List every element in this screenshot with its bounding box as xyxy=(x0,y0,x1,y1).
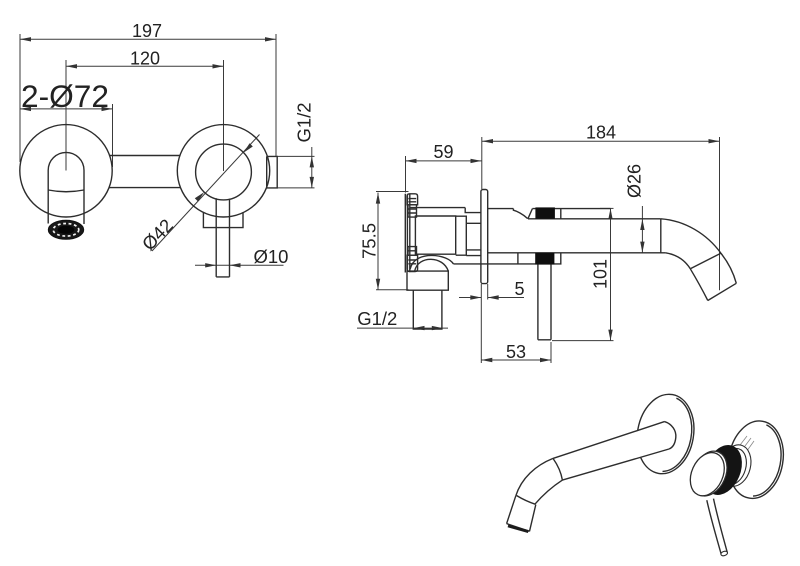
svg-text:G1/2: G1/2 xyxy=(293,102,314,142)
svg-text:197: 197 xyxy=(132,21,162,41)
svg-text:5: 5 xyxy=(514,279,524,299)
svg-text:Ø26: Ø26 xyxy=(625,164,645,198)
svg-text:53: 53 xyxy=(506,342,526,362)
svg-text:2-Ø72: 2-Ø72 xyxy=(21,78,109,114)
svg-text:120: 120 xyxy=(130,48,160,68)
svg-text:184: 184 xyxy=(586,123,616,143)
svg-text:75.5: 75.5 xyxy=(359,223,380,259)
svg-text:G1/2: G1/2 xyxy=(357,308,397,329)
svg-text:101: 101 xyxy=(591,259,611,289)
svg-text:Ø10: Ø10 xyxy=(254,246,289,267)
svg-text:59: 59 xyxy=(433,142,453,162)
